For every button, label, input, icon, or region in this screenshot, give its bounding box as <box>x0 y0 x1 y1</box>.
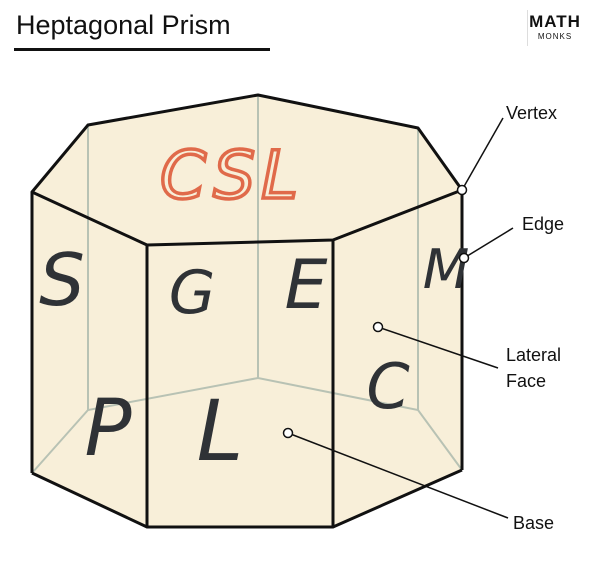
bottom-visible-edges <box>31 468 463 529</box>
label-vertex: Vertex <box>506 103 558 123</box>
page-title: Heptagonal Prism <box>16 10 231 40</box>
markers <box>282 184 470 439</box>
mathmonks-logo: MATH MONKS <box>520 12 590 44</box>
handwriting-back-left: P <box>84 384 131 474</box>
logo-divider <box>527 10 528 46</box>
title-underline <box>14 48 270 51</box>
prism-fill <box>32 95 462 527</box>
base-leader <box>287 432 509 519</box>
handwriting-face-front-right: E <box>285 246 328 325</box>
handwriting-base: L <box>197 382 244 480</box>
visible-edges <box>30 93 464 529</box>
top-face-outline <box>30 93 464 247</box>
hidden-base-edge <box>31 376 463 474</box>
label-edge: Edge <box>522 214 565 234</box>
vertex-leader <box>461 117 504 191</box>
label-base: Base <box>513 513 555 533</box>
lateral-face-marker <box>372 321 384 333</box>
lateral-face-leader <box>377 326 499 369</box>
leader-lines <box>287 117 514 519</box>
label-lateral-face-line2: Face <box>506 371 547 391</box>
edge-leader <box>463 227 514 259</box>
label-lateral-face-line1: Lateral <box>506 345 562 365</box>
logo-text: MATH <box>529 12 581 31</box>
edge-marker <box>458 252 470 264</box>
handwriting-face-right: M <box>423 238 470 301</box>
vertex-marker <box>456 184 468 196</box>
logo-subtext: MONKS <box>537 32 573 41</box>
handwriting-face-front-left: G <box>169 258 216 328</box>
handwriting-face-left: S <box>39 238 85 322</box>
hidden-edges <box>31 95 463 474</box>
base-marker <box>282 427 294 439</box>
handwriting-top: CSL <box>160 137 304 214</box>
handwriting-back-right: C <box>366 350 410 423</box>
